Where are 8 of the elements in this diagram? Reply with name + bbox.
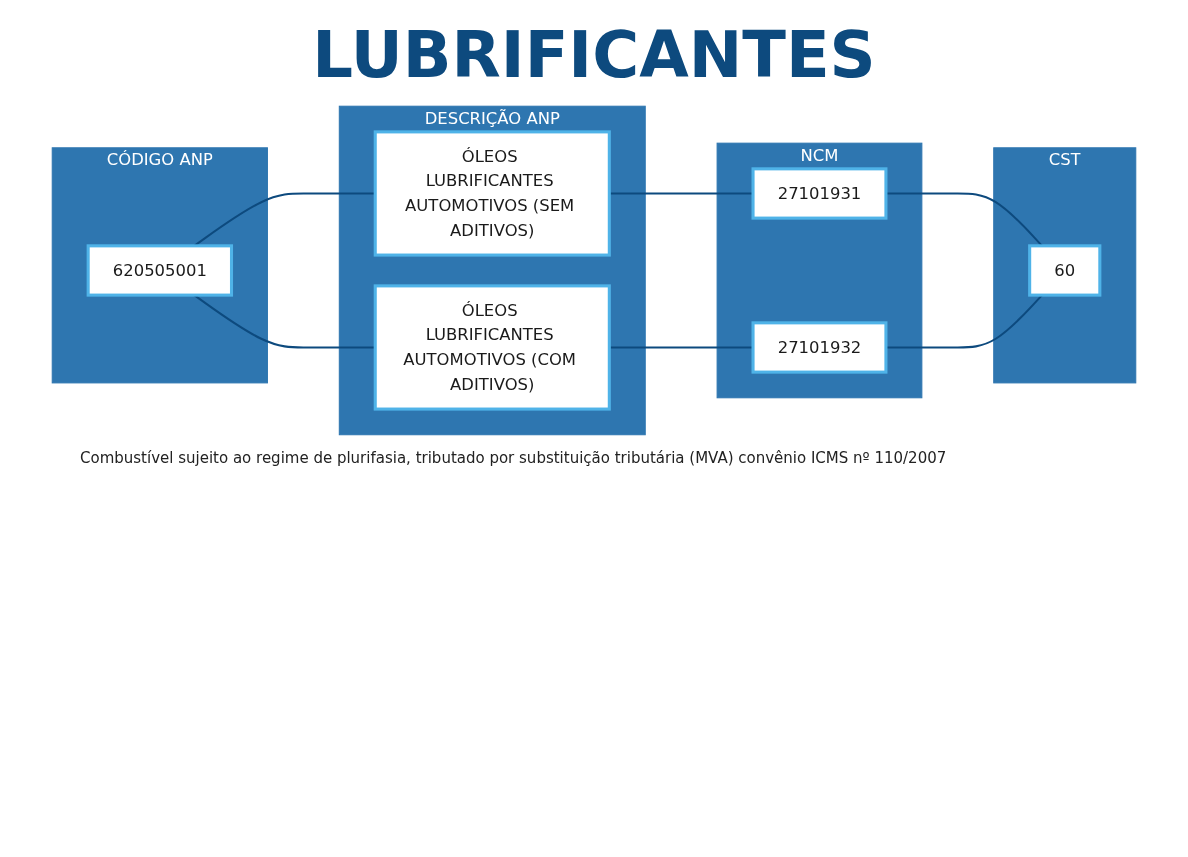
node-box: 60 xyxy=(1028,244,1102,297)
node-box: 27101931 xyxy=(751,167,888,220)
node-box: 620505001 xyxy=(86,244,234,297)
caption: Combustível sujeito ao regime de plurifasia, tributado por substituição tributária (MVA) convênio ICMS nº 110/2007 xyxy=(80,448,948,467)
title: LUBRIFICANTES xyxy=(311,18,877,92)
node-box: ÓLEOS LUBRIFICANTES AUTOMOTIVOS (SEM ADITIVOS) xyxy=(373,130,611,257)
node-box: ÓLEOS LUBRIFICANTES AUTOMOTIVOS (COM ADITIVOS) xyxy=(373,284,611,411)
node-box: 27101932 xyxy=(751,321,888,374)
